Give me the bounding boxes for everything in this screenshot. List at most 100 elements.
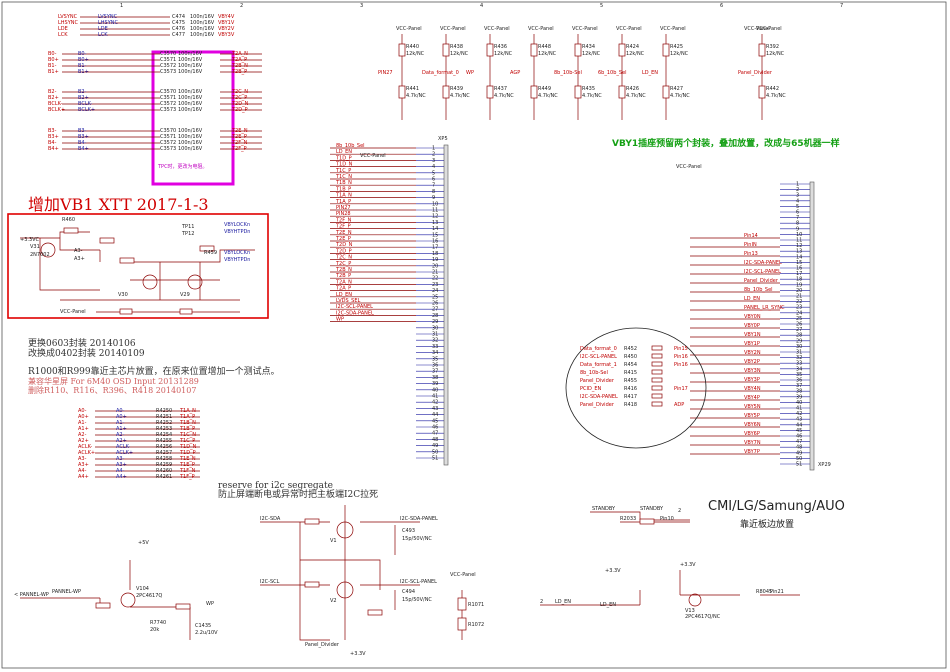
res-ref: R438 xyxy=(450,44,463,50)
net-label: LCK xyxy=(98,32,108,38)
oval-ref: R415 xyxy=(624,370,637,376)
bus-signal: B2+ xyxy=(48,95,59,101)
xp29-net: VBY7N xyxy=(744,440,761,446)
svg-text:LD_EN: LD_EN xyxy=(555,599,571,605)
xp29-net: VBY1P xyxy=(744,341,760,347)
pin-number: 3 xyxy=(432,158,435,164)
pin-number: 15 xyxy=(796,260,802,266)
bus-net: B3+ xyxy=(78,134,89,140)
xp5-net: T2C_P xyxy=(335,261,351,267)
vcc-panel-label: VCC-Panel xyxy=(60,309,86,315)
pin-number: 40 xyxy=(796,400,802,406)
oval-ref: R450 xyxy=(624,354,637,360)
lower-output: T1D_N xyxy=(179,444,197,450)
vcc-panel-label: VCC-Panel xyxy=(528,26,554,32)
cap-ref: C476 xyxy=(172,26,185,32)
bus-output: T2F_N xyxy=(231,140,248,146)
near-board-note: 靠近板边放置 xyxy=(740,518,794,530)
border-number: 4 xyxy=(480,3,483,9)
oval-pin: Pin15 xyxy=(674,346,688,352)
oval-pin: Pin17 xyxy=(674,386,688,392)
signal-label: LHSYNC xyxy=(58,20,79,26)
lower-net: A1- xyxy=(116,420,125,426)
svg-text:R1071: R1071 xyxy=(468,602,484,608)
bus-signal: B1- xyxy=(48,63,57,69)
res-value: 12k/NC xyxy=(450,51,469,57)
border-number: 2 xyxy=(240,3,243,9)
pin-number: 32 xyxy=(796,355,802,361)
svg-text:PANNEL-WP: PANNEL-WP xyxy=(52,589,81,595)
lower-signal: ACLK- xyxy=(78,444,92,450)
border-number: 5 xyxy=(600,3,603,9)
xp5-net: T2B_P xyxy=(335,273,351,279)
pin-number: 25 xyxy=(432,294,438,300)
cap-value: 100n/16V xyxy=(178,140,203,146)
xp29-net: Pin14 xyxy=(744,233,758,239)
pin-number: 6 xyxy=(432,177,435,183)
added-vb1-header: 增加VB1 XTT 2017-1-3 xyxy=(28,195,209,214)
xp29-net: I2C-SDA-PANEL xyxy=(744,260,782,266)
lower-signal: A1+ xyxy=(78,426,89,432)
bus-net: B4+ xyxy=(78,146,89,152)
pin-number: 43 xyxy=(432,406,438,412)
pin-number: 32 xyxy=(432,338,438,344)
pin-number: 14 xyxy=(796,254,802,260)
bus-net: B4- xyxy=(78,140,87,146)
lower-signal: A3- xyxy=(78,456,87,462)
pin-number: 5 xyxy=(796,204,799,210)
xp29-net: I2C-SCL-PANEL xyxy=(744,269,781,275)
lower-signal: A3+ xyxy=(78,462,89,468)
res-value: 4.7k/NC xyxy=(494,93,514,99)
svg-text:I2C-SCL: I2C-SCL xyxy=(260,579,280,585)
bus-net: B1+ xyxy=(78,69,89,75)
pin-number: 30 xyxy=(432,325,438,331)
bus-signal: B2- xyxy=(48,89,57,95)
cap-ref: C3570 xyxy=(160,51,176,57)
lower-net: ACLK+ xyxy=(116,450,133,456)
svg-text:C493: C493 xyxy=(402,528,415,534)
svg-text:+3.3V: +3.3V xyxy=(605,568,621,574)
bus-signal: B3- xyxy=(48,128,57,134)
pin-number: 38 xyxy=(432,375,438,381)
xp29-net: Panel_Divider xyxy=(744,278,779,284)
cap-ref: C3573 xyxy=(160,107,176,113)
lower-signal: ACLK+ xyxy=(78,450,95,456)
svg-text:WP: WP xyxy=(206,601,214,607)
lower-output: T1F_P xyxy=(179,474,195,480)
xp29-net: VBY7P xyxy=(744,449,760,455)
resistor xyxy=(199,245,215,252)
xp5-net: T2A_N xyxy=(335,279,352,285)
cap-ref: C474 xyxy=(172,14,185,20)
svg-text:< PANNEL-WP: < PANNEL-WP xyxy=(14,592,49,598)
xp5-net: LVDS_SEL xyxy=(336,298,361,304)
placement-note: R1000和R999靠近主芯片放置，在原来位置增加一个测试点。 xyxy=(28,365,280,377)
pin-number: 18 xyxy=(796,277,802,283)
pin-number: 41 xyxy=(432,394,438,400)
res-ref: R439 xyxy=(450,86,463,92)
res-ref: R4258 xyxy=(156,456,172,462)
added-circuit: +3.3VC R460 V31 2N7002 A3- A3+ V30 V29 T… xyxy=(20,217,255,301)
added-circuit-box xyxy=(7,213,269,319)
cap-value: 100n/16V xyxy=(190,14,215,20)
xp5-net: T2D_N xyxy=(335,242,353,248)
cap-ref: C3571 xyxy=(160,95,176,101)
svg-text:V13: V13 xyxy=(685,608,695,614)
transistor-v29 xyxy=(187,274,203,290)
cap-value: 100n/16V xyxy=(178,128,203,134)
svg-text:VBYHTPDn: VBYHTPDn xyxy=(224,229,250,235)
xp5-net: T1D_N xyxy=(335,162,353,168)
svg-text:VCC-Panel: VCC-Panel xyxy=(744,26,770,32)
transistor-v104 xyxy=(120,592,136,608)
xp5-label: XP5 xyxy=(438,136,448,142)
divider-net: WP xyxy=(466,70,474,76)
pin-number: 8 xyxy=(432,189,435,195)
oval-ref: R418 xyxy=(624,402,637,408)
pin-number: 15 xyxy=(432,232,438,238)
pin-number: 10 xyxy=(796,232,802,238)
transistor-v30 xyxy=(142,274,158,290)
svg-text:VCC-Panel: VCC-Panel xyxy=(360,153,386,159)
red-note: 删除R110、R116、R396、R418 20140107 xyxy=(28,385,196,395)
lower-output: T1B_N xyxy=(179,420,196,426)
change-note: 更换0603封装 20140106 xyxy=(28,337,136,349)
